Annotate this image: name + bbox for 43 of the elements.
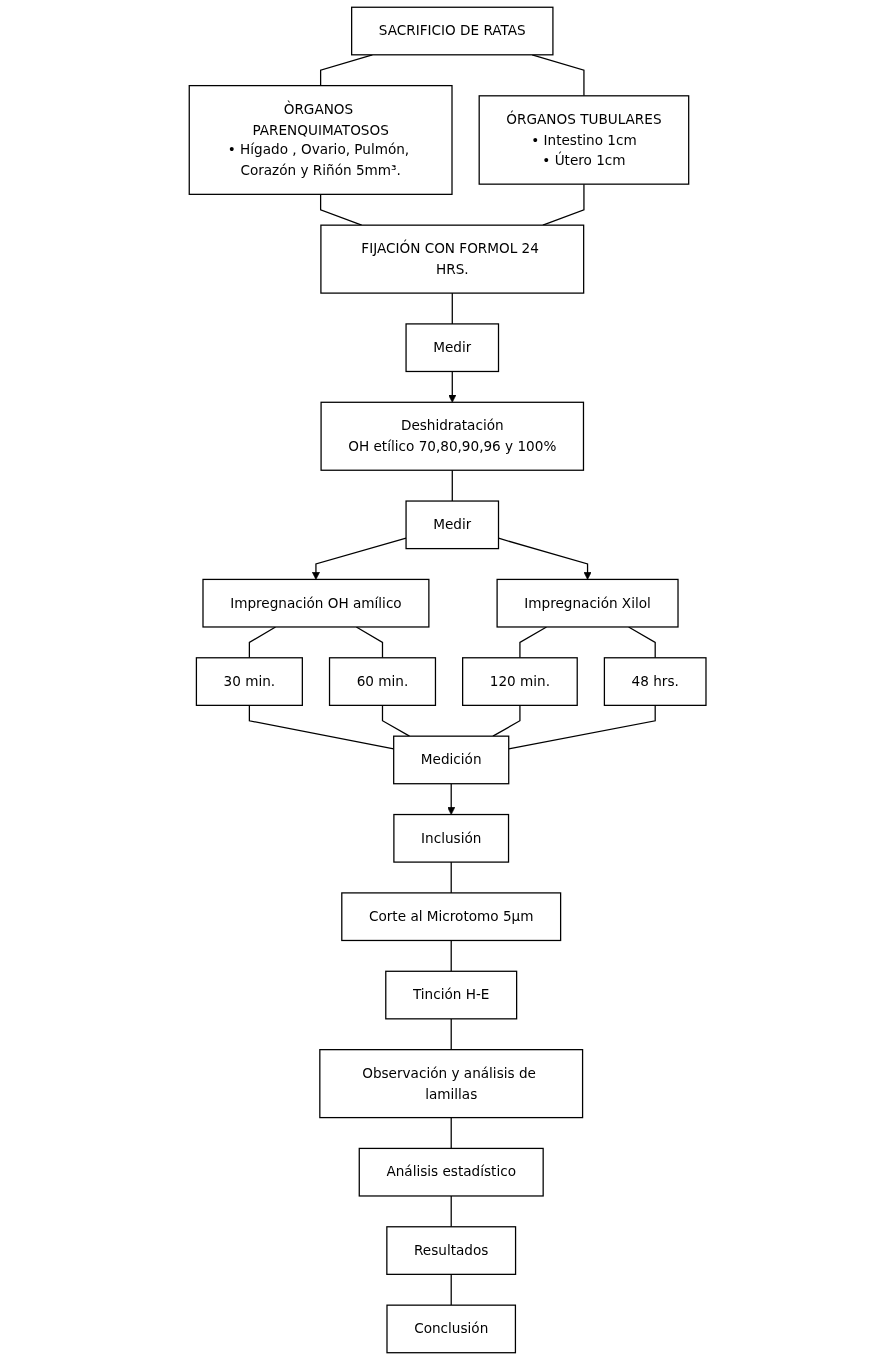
connector — [450, 1273, 453, 1306]
arrow — [498, 537, 592, 580]
connector — [320, 193, 363, 226]
connector — [628, 626, 657, 659]
node-box: ÓRGANOS TUBULARES • Intestino 1cm • Útero 1cm — [478, 95, 690, 185]
connector — [492, 704, 521, 737]
connector — [450, 861, 453, 894]
node-box: 30 min. — [196, 657, 304, 706]
node-box: ÒRGANOS PARENQUIMATOSOS • Hígado , Ovario, Pulmón, Corazón y Riñón 5mm³. — [189, 85, 453, 195]
connector — [382, 704, 411, 737]
connector — [542, 183, 585, 226]
node-box: Tinción H-E — [385, 970, 518, 1020]
arrow — [448, 370, 457, 403]
node-box: Inclusión — [393, 813, 510, 863]
connector — [249, 704, 395, 750]
connector — [531, 54, 585, 97]
node-box: Conclusión — [386, 1304, 517, 1354]
node-box: Análisis estadístico — [359, 1147, 545, 1197]
node-box: SACRIFICIO DE RATAS — [351, 6, 554, 56]
node-box: 120 min. — [462, 657, 579, 706]
connector — [450, 939, 453, 972]
connector — [320, 54, 374, 87]
node-box: 60 min. — [329, 657, 437, 706]
node-box: Impregnación OH amílico — [202, 578, 430, 628]
node-box: Impregnación Xilol — [496, 578, 680, 628]
node-box: Medir — [405, 323, 500, 373]
connector — [452, 292, 454, 325]
node-box: Medir — [405, 500, 500, 550]
connector — [356, 626, 384, 659]
node-box: Corte al Microtomo 5μm — [341, 892, 562, 942]
connector — [452, 469, 454, 502]
node-box: Observación y análisis de lamillas — [319, 1049, 584, 1119]
node-box: Medición — [393, 735, 510, 785]
node-box: 48 hrs. — [604, 657, 707, 706]
node-box: Resultados — [386, 1226, 517, 1275]
connector — [519, 626, 548, 659]
connector — [450, 1195, 453, 1228]
node-box: FIJACIÓN CON FORMOL 24 HRS. — [320, 224, 585, 294]
arrow — [447, 783, 456, 815]
connector — [450, 1116, 453, 1150]
connector — [450, 1018, 453, 1051]
node-box: Deshidratación OH etílico 70,80,90,96 y 100% — [320, 401, 585, 471]
connector — [249, 626, 277, 659]
